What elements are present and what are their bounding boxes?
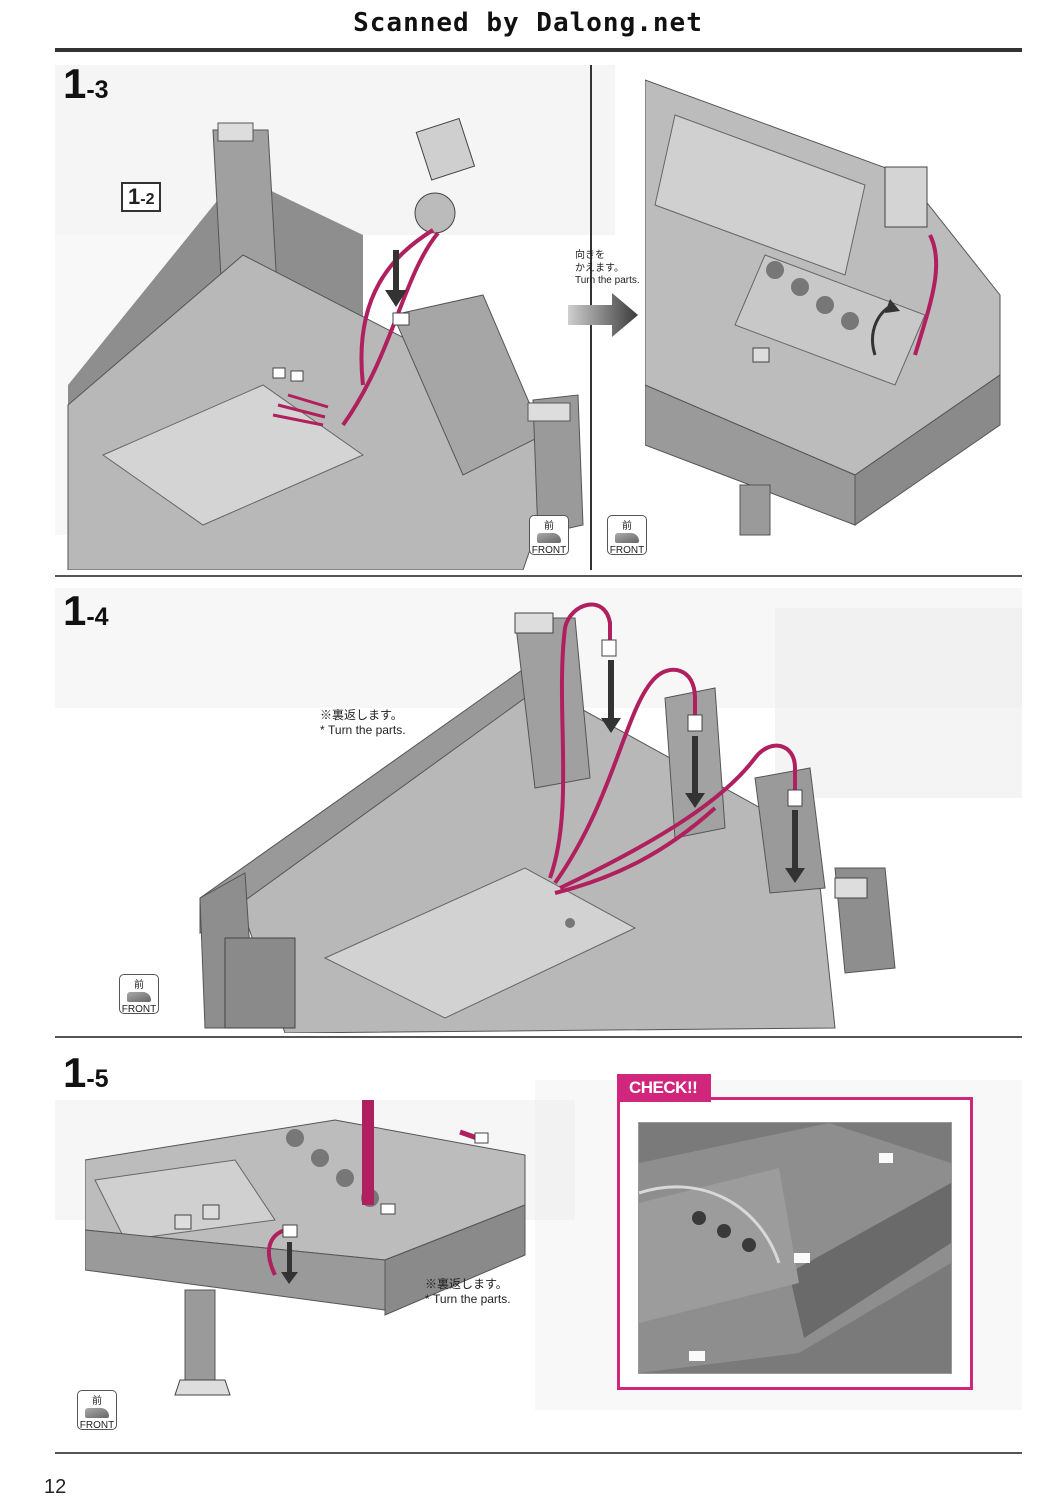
step-1-4-bottom-rule bbox=[55, 1036, 1022, 1038]
flip-parts-note-2: ※裏返します。* Turn the parts. bbox=[425, 1277, 511, 1306]
bottom-rule bbox=[55, 1452, 1022, 1454]
step-1-3-illustration-left bbox=[67, 117, 584, 570]
step-1-2-reference: 1-2 bbox=[121, 182, 162, 212]
step-1-4-label: 1-4 bbox=[63, 587, 109, 634]
flip-parts-note-1: ※裏返します。* Turn the parts. bbox=[320, 708, 406, 737]
step-1-5-illustration bbox=[85, 1100, 526, 1396]
top-rule bbox=[55, 48, 1022, 52]
step-1-3-illustration-right bbox=[645, 79, 1001, 536]
turn-arrow-icon bbox=[568, 293, 638, 337]
check-frame bbox=[617, 1097, 973, 1390]
step-1-5-panel: 1-5 ※裏返します。* Turn the parts. bbox=[55, 1040, 1022, 1440]
step-1-3-bottom-rule bbox=[55, 575, 1022, 577]
page-number: 12 bbox=[44, 1476, 67, 1498]
scan-credit: Scanned by Dalong.net bbox=[353, 8, 703, 38]
step-1-3-label: 1-3 bbox=[63, 60, 109, 107]
step-1-4-illustration bbox=[199, 602, 896, 1033]
turn-parts-note: 向きを かえます。 Turn the parts. bbox=[575, 250, 640, 286]
check-label: CHECK!! bbox=[617, 1074, 712, 1102]
check-photo bbox=[638, 1122, 952, 1374]
step-1-5-label: 1-5 bbox=[63, 1049, 109, 1096]
